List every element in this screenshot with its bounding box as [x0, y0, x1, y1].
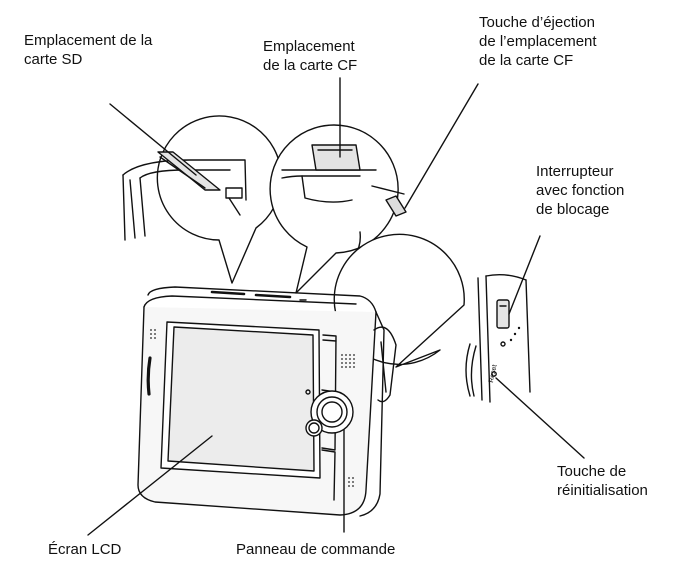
leader-lock-switch: [508, 235, 541, 315]
leader-reset: [495, 377, 585, 459]
leader-lcd: [87, 435, 213, 536]
leader-lines: [87, 77, 585, 536]
label-sd-slot: Emplacement de la carte SD: [24, 32, 153, 68]
leader-sd-slot: [109, 103, 197, 176]
sd-slot-callout: [122, 115, 283, 284]
label-cf-slot: Emplacement de la carte CF: [263, 38, 358, 74]
label-cf-eject: Touche d’éjection de l’emplacement de la…: [479, 14, 597, 69]
label-control-panel: Panneau de commande: [236, 541, 396, 558]
label-lcd-screen: Écran LCD: [48, 541, 122, 558]
label-reset-button: Touche de réinitialisation: [557, 463, 648, 499]
leader-cf-eject: [404, 83, 479, 209]
main-device: [137, 286, 397, 517]
cf-slot-callout: [269, 124, 407, 294]
label-lock-switch: Interrupteur avec fonction de blocage: [536, 163, 625, 218]
